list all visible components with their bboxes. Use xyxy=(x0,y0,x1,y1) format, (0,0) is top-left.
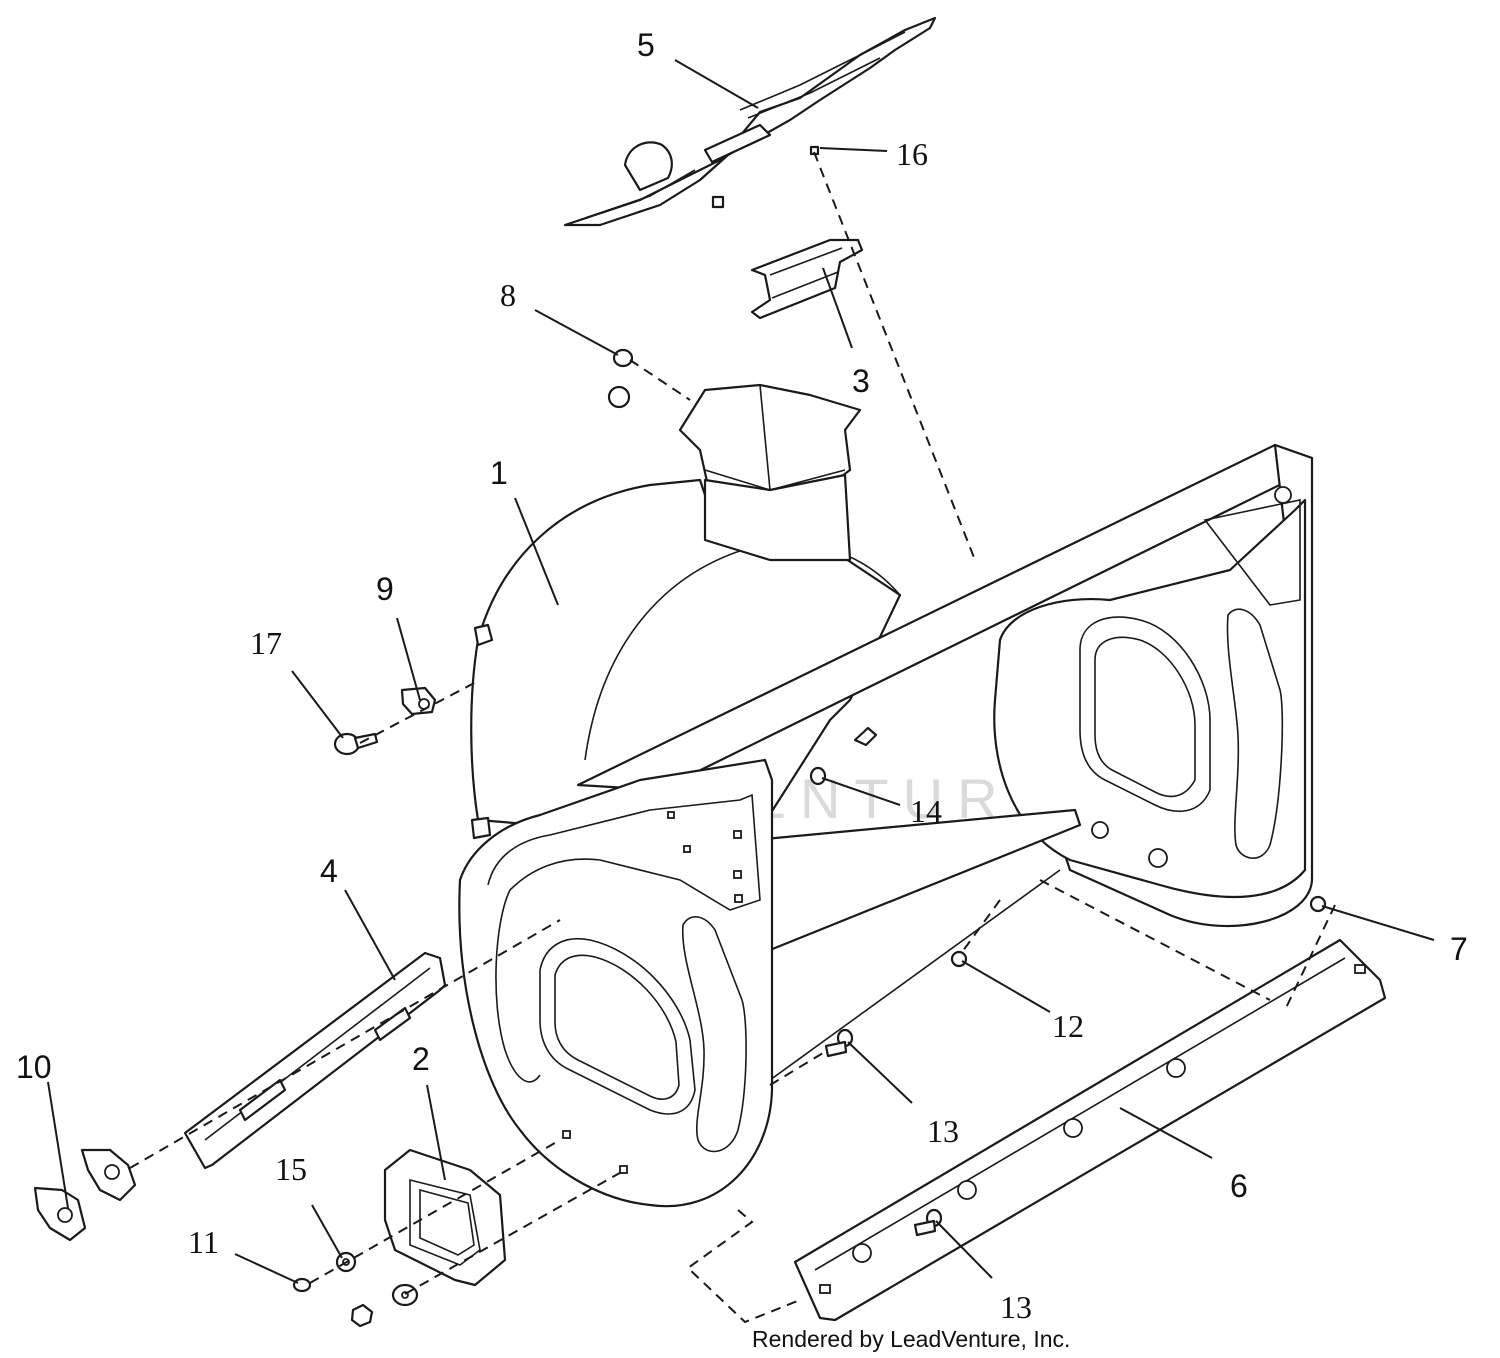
callout-9: 9 xyxy=(376,571,394,607)
callout-4: 4 xyxy=(320,853,338,889)
part-5-chute-deflector xyxy=(563,16,937,227)
callout-11: 11 xyxy=(188,1224,219,1260)
part-2-slide-shoe xyxy=(383,1148,507,1287)
auger-frame xyxy=(458,443,1314,1208)
callout-13-upper: 13 xyxy=(927,1113,959,1149)
callout-8: 8 xyxy=(500,277,516,313)
callout-13-lower: 13 xyxy=(1000,1289,1032,1325)
callout-2: 2 xyxy=(412,1041,430,1077)
part-6-scraper-bar xyxy=(793,938,1387,1322)
hardware-11-15 xyxy=(292,1251,419,1328)
part-8-hex-nut xyxy=(607,348,634,409)
callout-14: 14 xyxy=(910,793,942,829)
callout-5: 5 xyxy=(637,27,655,63)
callout-17: 17 xyxy=(250,625,282,661)
part-3-chute-bracket xyxy=(750,238,864,320)
callout-15: 15 xyxy=(275,1151,307,1187)
callout-16: 16 xyxy=(896,136,928,172)
callout-6: 6 xyxy=(1230,1168,1248,1204)
callout-1: 1 xyxy=(490,455,508,491)
callout-7: 7 xyxy=(1450,931,1468,967)
assembly-lines xyxy=(129,151,1336,1324)
part-1-auger-housing xyxy=(470,383,902,840)
leader-lines xyxy=(47,59,1435,1284)
callout-labels: 1 2 3 4 5 6 7 8 9 10 11 12 13 13 14 15 1… xyxy=(16,27,1468,1325)
part-10-wing-nuts xyxy=(33,1148,137,1242)
callout-3: 3 xyxy=(852,363,870,399)
callout-10: 10 xyxy=(16,1049,52,1085)
credit-text: Rendered by LeadVenture, Inc. xyxy=(752,1326,1070,1352)
callout-12: 12 xyxy=(1052,1008,1084,1044)
part-17-bolt xyxy=(333,732,379,756)
